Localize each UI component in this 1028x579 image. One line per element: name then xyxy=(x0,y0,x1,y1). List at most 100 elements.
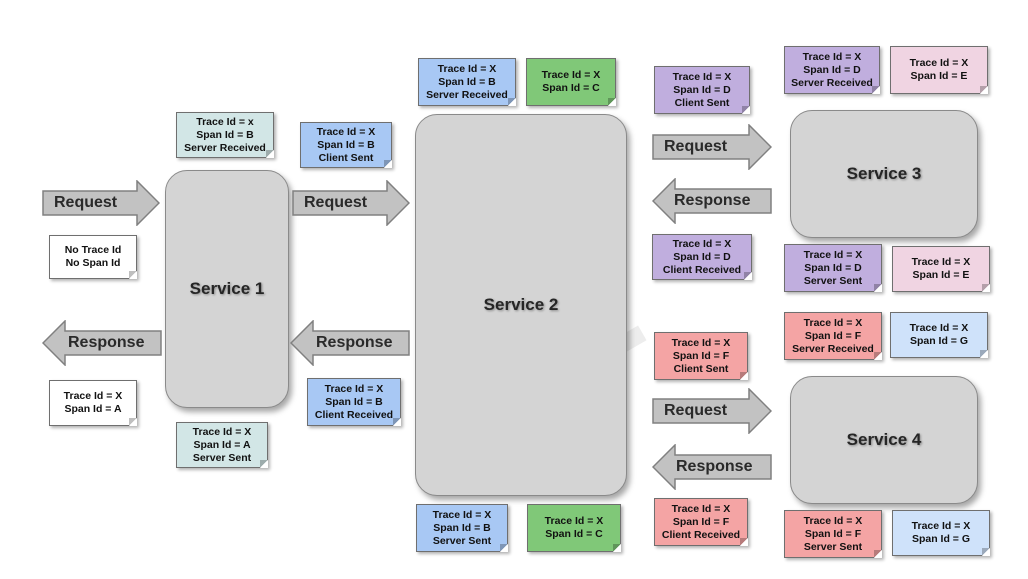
response-label: Response xyxy=(676,458,753,475)
note-line: Trace Id = X xyxy=(672,70,732,83)
note-line: Trace Id = X xyxy=(911,520,971,532)
note-line: Span Id = D xyxy=(804,261,862,274)
note-line: Span Id = B xyxy=(438,75,496,88)
response-arrow-s3-to-s2: Response xyxy=(652,178,772,224)
note-line: No Trace Id xyxy=(64,244,122,256)
note-line: Span Id = F xyxy=(804,329,862,342)
note-line: Client Received xyxy=(662,263,742,276)
request-label: Request xyxy=(304,194,368,211)
service-4-label: Service 4 xyxy=(846,430,922,449)
note-line: Trace Id = X xyxy=(803,248,863,261)
note-line: Trace Id = X xyxy=(802,50,862,63)
note-line: Trace Id = X xyxy=(672,237,732,250)
note-line: Client Received xyxy=(661,528,741,541)
note-line: Span Id = D xyxy=(673,250,731,263)
note-line: Trace Id = X xyxy=(671,502,731,515)
request-label: Request xyxy=(664,138,728,155)
response-label: Response xyxy=(68,334,145,351)
service-2-box: Service 2 xyxy=(415,114,627,496)
request-arrow-s2-to-s4: Request xyxy=(652,388,772,434)
note-line: Server Sent xyxy=(803,540,863,553)
note-line: Trace Id = X xyxy=(911,256,971,268)
note-line: Span Id = E xyxy=(910,70,968,82)
request-arrow-s1-to-s2: Request xyxy=(292,180,410,226)
request-arrow-incoming: Request xyxy=(42,180,160,226)
note-line: Trace Id = X xyxy=(316,125,376,138)
note-line: Span Id = F xyxy=(672,349,730,362)
note-line: Trace Id = X xyxy=(541,69,601,81)
service-1-label: Service 1 xyxy=(189,279,265,298)
note-line: Trace Id = X xyxy=(432,508,492,521)
note-line: Trace Id = X xyxy=(437,62,497,75)
service-4-box: Service 4 xyxy=(790,376,978,504)
note-line: Trace Id = X xyxy=(671,336,731,349)
note-line: Client Sent xyxy=(318,151,374,164)
note-line: Trace Id = X xyxy=(803,316,863,329)
note-line: Trace Id = X xyxy=(909,57,969,69)
note-line: Span Id = B xyxy=(317,138,375,151)
note-line: Trace Id = X xyxy=(544,515,604,527)
note-line: Server Sent xyxy=(803,274,863,287)
note-line: Span Id = B xyxy=(433,521,491,534)
note-line: Server Sent xyxy=(432,534,492,547)
note-line: Client Sent xyxy=(673,362,729,375)
request-label: Request xyxy=(54,194,118,211)
note-line: Span Id = G xyxy=(909,335,969,347)
request-arrow-s2-to-s3: Request xyxy=(652,124,772,170)
note-line: Trace Id = X xyxy=(63,390,123,402)
note-line: Trace Id = X xyxy=(803,514,863,527)
service-1-box: Service 1 xyxy=(165,170,289,408)
response-arrow-outgoing: Response xyxy=(42,320,162,366)
note-line: Span Id = F xyxy=(804,527,862,540)
note-line: Span Id = B xyxy=(325,395,383,408)
note-line: Span Id = A xyxy=(64,403,122,415)
note-line: Server Sent xyxy=(192,451,252,464)
note-line: Server Received xyxy=(426,88,508,101)
note-line: Client Received xyxy=(314,408,394,421)
note-line: Span Id = D xyxy=(803,63,861,76)
note-line: Span Id = E xyxy=(912,269,970,281)
note-line: Span Id = D xyxy=(673,83,731,96)
note-line: Span Id = B xyxy=(196,128,254,141)
note-line: Server Received xyxy=(792,342,874,355)
note-line: Span Id = C xyxy=(542,82,600,94)
request-label: Request xyxy=(664,402,728,419)
note-line: Client Sent xyxy=(674,96,730,109)
service-3-box: Service 3 xyxy=(790,110,978,238)
note-line: Trace Id = X xyxy=(192,425,252,438)
service-3-label: Service 3 xyxy=(846,164,922,183)
note-line: Server Received xyxy=(791,76,873,89)
response-label: Response xyxy=(316,334,393,351)
note-line: Span Id = A xyxy=(193,438,251,451)
note-line: Span Id = C xyxy=(545,528,603,540)
response-arrow-s2-to-s1: Response xyxy=(290,320,410,366)
service-2-label: Service 2 xyxy=(483,295,559,314)
note-line: Trace Id = X xyxy=(909,322,969,334)
note-line: Span Id = F xyxy=(672,515,730,528)
note-line: Server Received xyxy=(184,141,266,154)
note-line: Trace Id = X xyxy=(324,382,384,395)
note-line: No Span Id xyxy=(65,257,121,269)
